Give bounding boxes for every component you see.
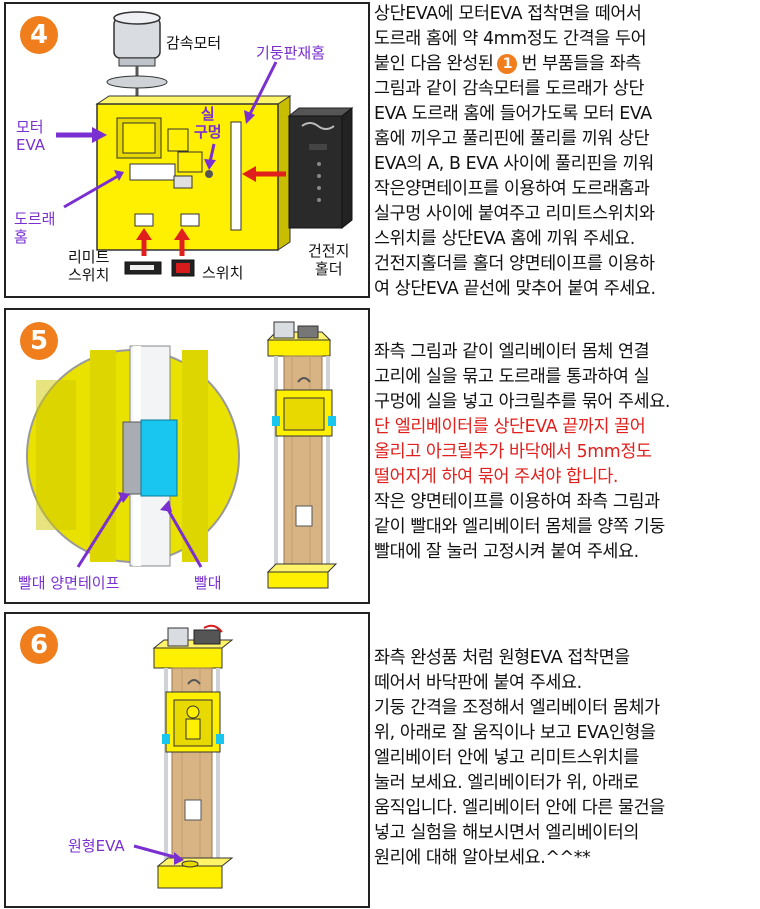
label-switch: 스위치	[202, 264, 244, 282]
step4-panel: 4 감속모터 기둥판재홈 모터 EVA 실 구멍 도르래 홈 리미트 스위치 스…	[4, 2, 370, 298]
instruction-line: 스위치를 상단EVA 홈에 끼워 주세요.	[374, 229, 635, 249]
label-limit-switch: 리미트 스위치	[68, 248, 110, 284]
step6-panel: 6 원형EVA	[4, 612, 370, 908]
label-straw: 빨대	[194, 574, 222, 592]
instruction-line: 좌측 완성품 처럼 원형EVA 접착면을	[374, 648, 630, 668]
label-gear-motor: 감속모터	[166, 34, 222, 52]
step-number-badge: 5	[20, 322, 58, 360]
warning-line: 떨어지게 하여 묶어 주셔야 합니다.	[374, 467, 619, 487]
label-motor-eva: 모터 EVA	[16, 118, 46, 154]
instruction-line: 구멍에 실을 넣고 아크릴추를 묶어 주세요.	[374, 392, 670, 412]
step4-instructions: 상단EVA에 모터EVA 접착면을 떼어서 도르래 홈에 약 4mm정도 간격을…	[374, 2, 656, 302]
instruction-line: 고리에 실을 묶고 도르래를 통과하여 실	[374, 367, 650, 387]
instruction-line: 홈에 끼우고 풀리핀에 풀리를 끼워 상단	[374, 129, 650, 149]
warning-line: 단 엘리베이터를 상단EVA 끝까지 끌어	[374, 417, 646, 437]
instruction-line: 여 상단EVA 끝선에 맞추어 붙여 주세요.	[374, 279, 656, 299]
instruction-line: EVA 도르래 홈에 들어가도록 모터 EVA	[374, 104, 652, 124]
instruction-text: 붙인 다음 완성된	[374, 54, 494, 74]
instruction-line: EVA의 A, B EVA 사이에 풀리핀을 끼워	[374, 154, 654, 174]
instruction-line: 위, 아래로 잘 움직이나 보고 EVA인형을	[374, 723, 656, 743]
instruction-line: 원리에 대해 알아보세요.^^**	[374, 848, 591, 868]
instruction-line: 떼어서 바닥판에 붙여 주세요.	[374, 673, 582, 693]
label-thread-hole: 실 구멍	[194, 105, 222, 141]
instruction-line: 작은 양면테이프를 이용하여 좌측 그림과	[374, 492, 660, 512]
instruction-line: 빨대에 잘 눌러 고정시켜 붙여 주세요.	[374, 542, 639, 562]
label-battery-holder: 건전지 홀더	[308, 242, 350, 278]
instruction-line: 엘리베이터 안에 넣고 리미트스위치를	[374, 748, 639, 768]
label-straw-tape: 빨대 양면테이프	[18, 574, 120, 592]
instruction-line: 기둥 간격을 조정해서 엘리베이터 몸체가	[374, 698, 660, 718]
step6-illustration	[133, 624, 234, 889]
instruction-line: 눌러 보세요. 엘리베이터가 위, 아래로	[374, 773, 639, 793]
instruction-line: 같이 빨대와 엘리베이터 몸체를 양쪽 기둥	[374, 517, 665, 537]
warning-line: 올리고 아크릴추가 바닥에서 5mm정도	[374, 442, 652, 462]
step-number-badge: 6	[20, 626, 58, 664]
instruction-line: 움직입니다. 엘리베이터 안에 다른 물건을	[374, 798, 665, 818]
label-pillar-groove: 기둥판재홈	[256, 44, 326, 62]
instruction-line: 작은양면테이프를 이용하여 도르래홈과	[374, 179, 650, 199]
instruction-line: 좌측 그림과 같이 엘리베이터 몸체 연결	[374, 342, 650, 362]
step4-illustration	[56, 11, 354, 277]
instruction-line: 도르래 홈에 약 4mm정도 간격을 두어	[374, 29, 647, 49]
step6-instructions: 좌측 완성품 처럼 원형EVA 접착면을 떼어서 바닥판에 붙여 주세요. 기둥…	[374, 646, 665, 871]
instruction-line: 넣고 실험을 해보시면서 엘리베이터의	[374, 823, 639, 843]
step-number-badge: 4	[20, 16, 58, 54]
instruction-line: 실구멍 사이에 붙여주고 리미트스위치와	[374, 204, 655, 224]
instruction-text: 번 부품들을 좌측	[521, 54, 641, 74]
part-number-badge: 1	[497, 54, 518, 74]
label-round-eva: 원형EVA	[68, 837, 125, 855]
instruction-line: 건전지홀더를 홀더 양면테이프를 이용하	[374, 254, 655, 274]
step5-instructions: 좌측 그림과 같이 엘리베이터 몸체 연결 고리에 실을 묶고 도르래를 통과하…	[374, 340, 670, 565]
instruction-line: 상단EVA에 모터EVA 접착면을 떼어서	[374, 4, 642, 24]
instruction-line: 그림과 같이 감속모터를 도르래가 상단	[374, 79, 645, 99]
label-guide-groove: 도르래 홈	[14, 210, 56, 246]
step5-illustration	[26, 321, 338, 589]
step5-panel: 5 빨대 양면테이프 빨대	[4, 308, 370, 604]
